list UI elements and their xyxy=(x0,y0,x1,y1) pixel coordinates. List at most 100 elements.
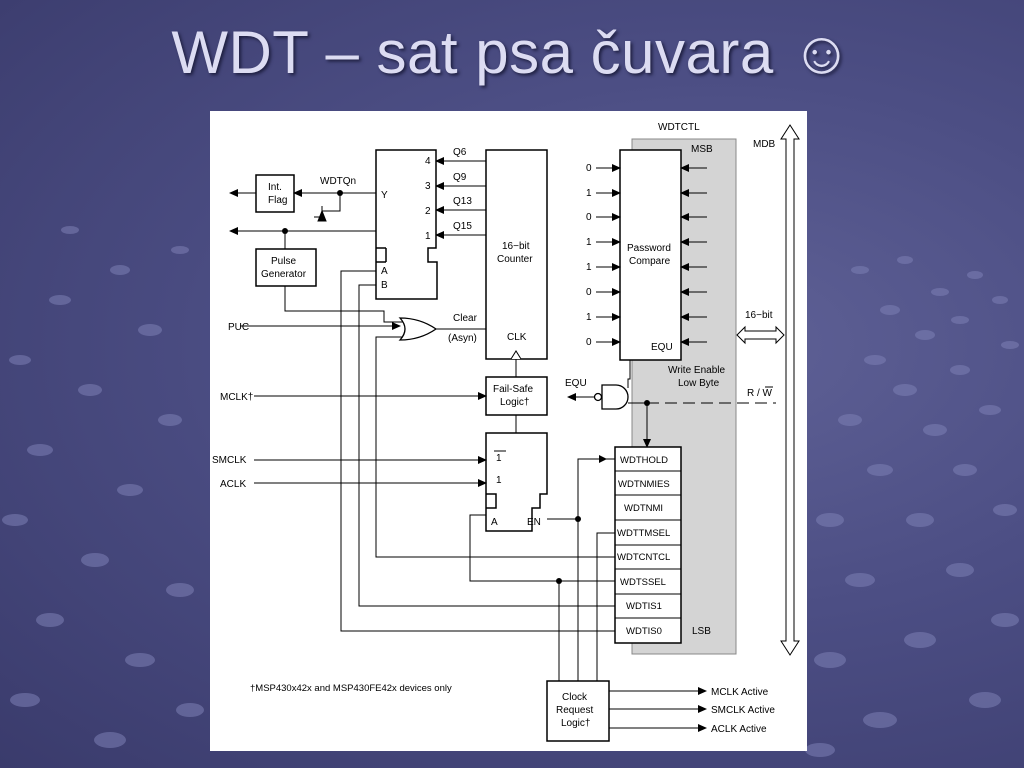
write-enable-label-2: Low Byte xyxy=(678,378,720,389)
clkmux-in-2: 1 xyxy=(496,475,502,486)
clear-label: Clear xyxy=(453,313,478,324)
clock-request-label-1: Clock xyxy=(562,692,588,703)
en-junction xyxy=(575,516,581,522)
wdtctl-label: WDTCTL xyxy=(658,122,700,133)
mdb-bus-icon xyxy=(780,124,800,656)
int-flag-block xyxy=(255,174,295,213)
password-bit-2: 0 xyxy=(586,212,592,223)
msb-label: MSB xyxy=(691,144,713,155)
pulse-junction xyxy=(282,228,288,234)
password-compare-label-1: Password xyxy=(627,243,671,254)
tap-q13: Q13 xyxy=(453,196,472,207)
password-compare-block xyxy=(619,149,682,361)
mux-sel-a: A xyxy=(381,266,388,277)
int-flag-label-2: Flag xyxy=(268,195,287,206)
diagram-svg: WDTCTL MDB 16−bit MSB Password Compare E… xyxy=(212,122,800,742)
int-flag-label-1: Int. xyxy=(268,182,282,193)
tap-mux-block xyxy=(375,149,438,300)
clock-request-block xyxy=(546,680,610,742)
lsb-label: LSB xyxy=(692,626,711,637)
reg-wdtis0: WDTIS0 xyxy=(626,626,662,637)
write-enable-label-1: Write Enable xyxy=(668,365,726,376)
password-bit-4: 1 xyxy=(586,262,592,273)
counter-label-2: Counter xyxy=(497,254,533,265)
puc-label: PUC xyxy=(228,322,249,333)
aclk-label: ACLK xyxy=(220,479,246,490)
password-bit-0: 0 xyxy=(586,163,592,174)
mux-in-3: 3 xyxy=(425,181,431,192)
clk-edge-icon xyxy=(510,350,522,360)
footnote: †MSP430x42x and MSP430FE42x devices only xyxy=(250,683,452,694)
password-bit-arrows xyxy=(596,164,707,346)
reg-wdtis1: WDTIS1 xyxy=(626,601,662,612)
bus-width-label: 16−bit xyxy=(745,310,773,321)
password-compare-label-2: Compare xyxy=(629,256,671,267)
reg-wdtcntcl: WDTCNTCL xyxy=(617,552,670,563)
write-enable-gate xyxy=(593,384,629,410)
ssel-junction xyxy=(556,578,562,584)
clock-request-label-2: Request xyxy=(556,705,593,716)
failsafe-wires xyxy=(254,359,517,433)
rw-label: R / W xyxy=(747,388,773,399)
mux-in-1: 1 xyxy=(425,231,431,242)
mux-in-2: 2 xyxy=(425,206,431,217)
clk-label: CLK xyxy=(507,332,527,343)
wdtqn-label: WDTQn xyxy=(320,176,356,187)
password-bit-3: 1 xyxy=(586,237,592,248)
int-flag-wires xyxy=(229,189,376,249)
bus-16bit-icon xyxy=(736,325,785,345)
failsafe-label-2: Logic† xyxy=(500,397,529,408)
password-bit-7: 0 xyxy=(586,337,592,348)
slide-title: WDT – sat psa čuvara ☺ xyxy=(171,19,853,86)
reg-wdtnmi: WDTNMI xyxy=(624,503,663,514)
clkmux-en: EN xyxy=(527,517,541,528)
pulse-generator-block xyxy=(255,248,317,287)
tap-q9: Q9 xyxy=(453,172,467,183)
clock-request-label-3: Logic† xyxy=(561,718,590,729)
smclk-active-label: SMCLK Active xyxy=(711,705,775,716)
junction-dot xyxy=(644,400,650,406)
reg-wdttmsel: WDTTMSEL xyxy=(617,528,670,539)
mclk-label: MCLK† xyxy=(220,392,253,403)
clkmux-in-1: 1 xyxy=(496,453,502,464)
aclk-active-label: ACLK Active xyxy=(711,724,767,735)
pulse-generator-label-1: Pulse xyxy=(271,256,296,267)
failsafe-block xyxy=(485,376,548,416)
mdb-label: MDB xyxy=(753,139,776,150)
clear-wires xyxy=(240,286,486,340)
tap-arrows xyxy=(435,157,486,239)
clock-request-outputs xyxy=(609,687,707,732)
clkmux-a: A xyxy=(491,517,498,528)
asyn-label: (Asyn) xyxy=(448,333,477,344)
counter-label-1: 16−bit xyxy=(502,241,530,252)
password-bits: 0 1 0 1 1 0 1 0 xyxy=(586,163,592,348)
counter-block xyxy=(485,149,548,360)
failsafe-label-1: Fail-Safe xyxy=(493,384,533,395)
mclk-active-label: MCLK Active xyxy=(711,687,769,698)
smclk-label: SMCLK xyxy=(212,455,247,466)
wdtqn-junction xyxy=(337,190,343,196)
password-bit-5: 0 xyxy=(586,287,592,298)
pulse-generator-label-2: Generator xyxy=(261,269,307,280)
clear-or-gate xyxy=(398,317,438,341)
reg-wdtssel: WDTSSEL xyxy=(620,577,666,588)
clock-mux-block xyxy=(485,432,548,532)
reg-wdtnmies: WDTNMIES xyxy=(618,479,670,490)
reg-wdthold: WDTHOLD xyxy=(620,455,668,466)
wdt-block-diagram: WDTCTL MDB 16−bit MSB Password Compare E… xyxy=(210,111,807,751)
clkmux-wires xyxy=(254,456,487,487)
password-bit-6: 1 xyxy=(586,312,592,323)
equ-label: EQU xyxy=(651,342,673,353)
wdthold-arrow-icon xyxy=(599,455,607,463)
gate-wires xyxy=(567,360,776,448)
mux-in-4: 4 xyxy=(425,156,431,167)
equ-output-label: EQU xyxy=(565,378,587,389)
tap-q15: Q15 xyxy=(453,221,472,232)
mux-sel-b: B xyxy=(381,280,388,291)
register-control-wires xyxy=(340,270,615,681)
register-stack: WDTHOLD WDTNMIES WDTNMI WDTTMSEL WDTCNTC… xyxy=(614,446,682,644)
password-bit-1: 1 xyxy=(586,188,592,199)
tap-q6: Q6 xyxy=(453,147,467,158)
mux-out-y: Y xyxy=(381,190,388,201)
